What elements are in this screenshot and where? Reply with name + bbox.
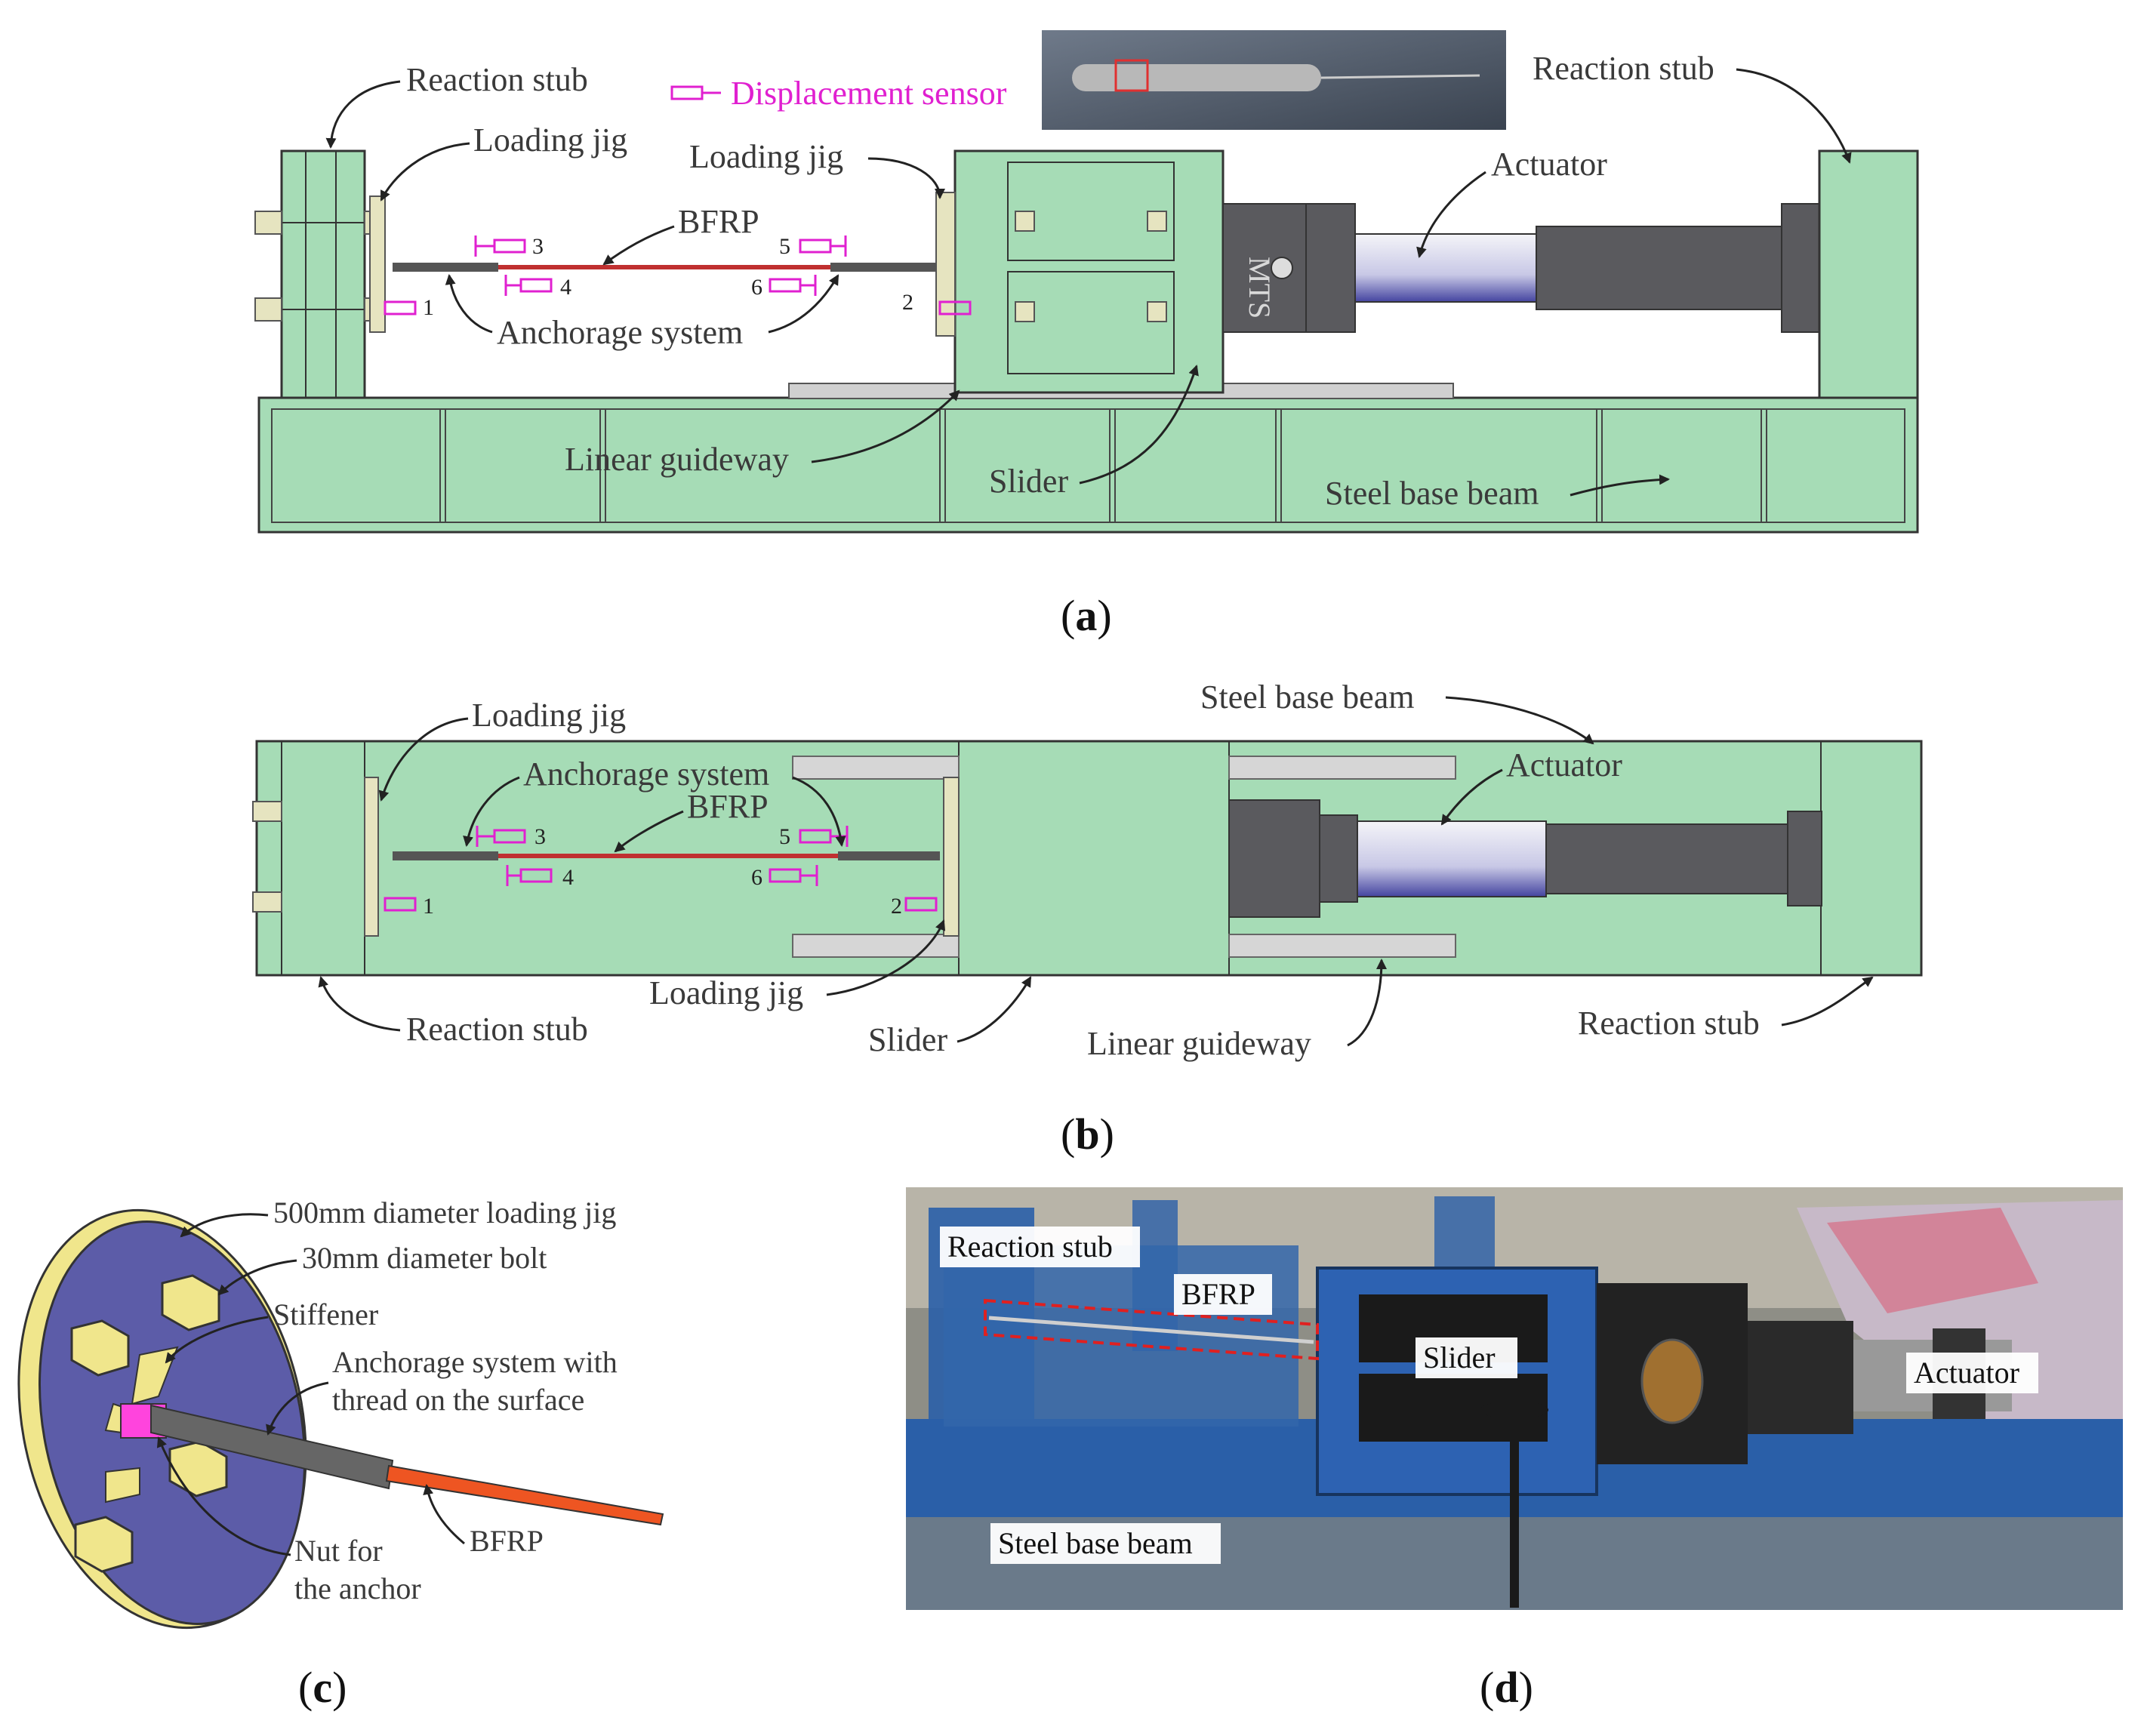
label-a-actuator: Actuator [1491,146,1607,183]
bfrp-bar-3d [385,1464,664,1526]
sensor-num-a-6: 6 [751,275,762,300]
anchorage-left-shape [393,263,498,272]
label-a-bfrp: BFRP [678,203,759,240]
label-d-slider: Slider [1423,1340,1496,1374]
actuator-cylinder-shape [1354,233,1537,303]
label-b-steel-base-beam: Steel base beam [1200,679,1414,716]
sensor-num-b-4: 4 [562,865,574,890]
label-c-nut-line2: the anchor [294,1571,421,1605]
anchorage-bar-3d [150,1404,394,1490]
label-c-anchorage-line1: Anchorage system with [332,1345,618,1379]
sensor-num-a-5: 5 [779,234,790,259]
caption-a-letter: a [1075,591,1097,640]
label-a-reaction-stub-right: Reaction stub [1533,50,1714,87]
caption-d-letter: d [1494,1663,1518,1712]
sensors-panel-a [384,85,972,315]
sensor-num-a-2: 2 [902,290,913,315]
bfrp-highlight-box [984,1298,1319,1361]
sensor-num-a-3: 3 [532,234,544,259]
label-c-bolt: 30mm diameter bolt [302,1241,547,1275]
sensor-num-a-4: 4 [560,275,571,300]
anchorage-right-shape [830,263,936,272]
caption-a: (a) [1061,591,1112,640]
bolt-hexagons [70,1274,228,1573]
panel-d-photo: Reaction stub BFRP Slider Actuator Steel… [906,1187,2123,1712]
label-d-actuator: Actuator [1914,1356,2019,1390]
label-a-loading-jig-right: Loading jig [689,138,843,175]
panel-b-top-view: 1 2 3 4 5 6 Loading jig Anchorage system… [252,679,1923,1159]
label-c-loading-jig: 500mm diameter loading jig [273,1196,616,1230]
bfrp-bar-shape [498,265,830,269]
reaction-stub-left-shape [280,149,366,399]
sensor-num-a-1: 1 [423,295,434,320]
label-a-anchorage-system: Anchorage system [497,314,743,351]
sensor-num-b-3: 3 [534,824,546,849]
label-b-slider: Slider [868,1021,947,1058]
panel-c-loading-jig-3d: 500mm diameter loading jig 30mm diameter… [17,1196,664,1712]
sensor-num-b-1: 1 [423,894,434,919]
caption-b-letter: b [1075,1110,1099,1159]
label-d-reaction-stub: Reaction stub [947,1230,1113,1264]
label-b-actuator: Actuator [1506,746,1622,783]
label-a-slider: Slider [989,463,1068,500]
label-a-displacement-sensor: Displacement sensor [731,75,1007,112]
panel-a-side-view: MTS 1 2 3 4 5 6 Reaction stu [254,30,1919,640]
label-a-linear-guideway: Linear guideway [565,441,789,478]
label-b-loading-jig-bottom: Loading jig [649,974,803,1011]
label-b-reaction-stub-right: Reaction stub [1578,1005,1760,1042]
label-d-steel-base-beam: Steel base beam [998,1526,1193,1560]
label-d-bfrp: BFRP [1181,1277,1255,1311]
caption-c-letter: c [313,1663,332,1712]
sensor-num-b-6: 6 [751,865,762,890]
steel-base-beam-shape [257,396,1919,534]
label-b-bfrp: BFRP [687,788,769,825]
label-b-linear-guideway: Linear guideway [1087,1025,1311,1062]
label-c-bfrp: BFRP [470,1524,544,1558]
label-c-anchorage-line2: thread on the surface [332,1383,584,1417]
label-c-stiffener: Stiffener [273,1297,378,1331]
label-a-steel-base-beam: Steel base beam [1325,475,1539,512]
caption-d: (d) [1480,1663,1533,1712]
reaction-stub-right-shape [1818,149,1919,399]
caption-c: (c) [298,1663,347,1712]
mts-text: MTS [1243,257,1277,319]
sensor-num-b-5: 5 [779,824,790,849]
sensor-num-b-2: 2 [891,894,902,919]
label-b-reaction-stub-left: Reaction stub [406,1011,588,1048]
caption-b: (b) [1061,1110,1114,1159]
label-b-anchorage-system: Anchorage system [523,756,769,793]
label-a-reaction-stub-left: Reaction stub [406,61,588,98]
label-b-loading-jig-top: Loading jig [472,697,626,734]
label-a-loading-jig-left: Loading jig [473,122,627,159]
sensors-panel-b [384,826,938,912]
label-c-nut-line1: Nut for [294,1534,383,1568]
